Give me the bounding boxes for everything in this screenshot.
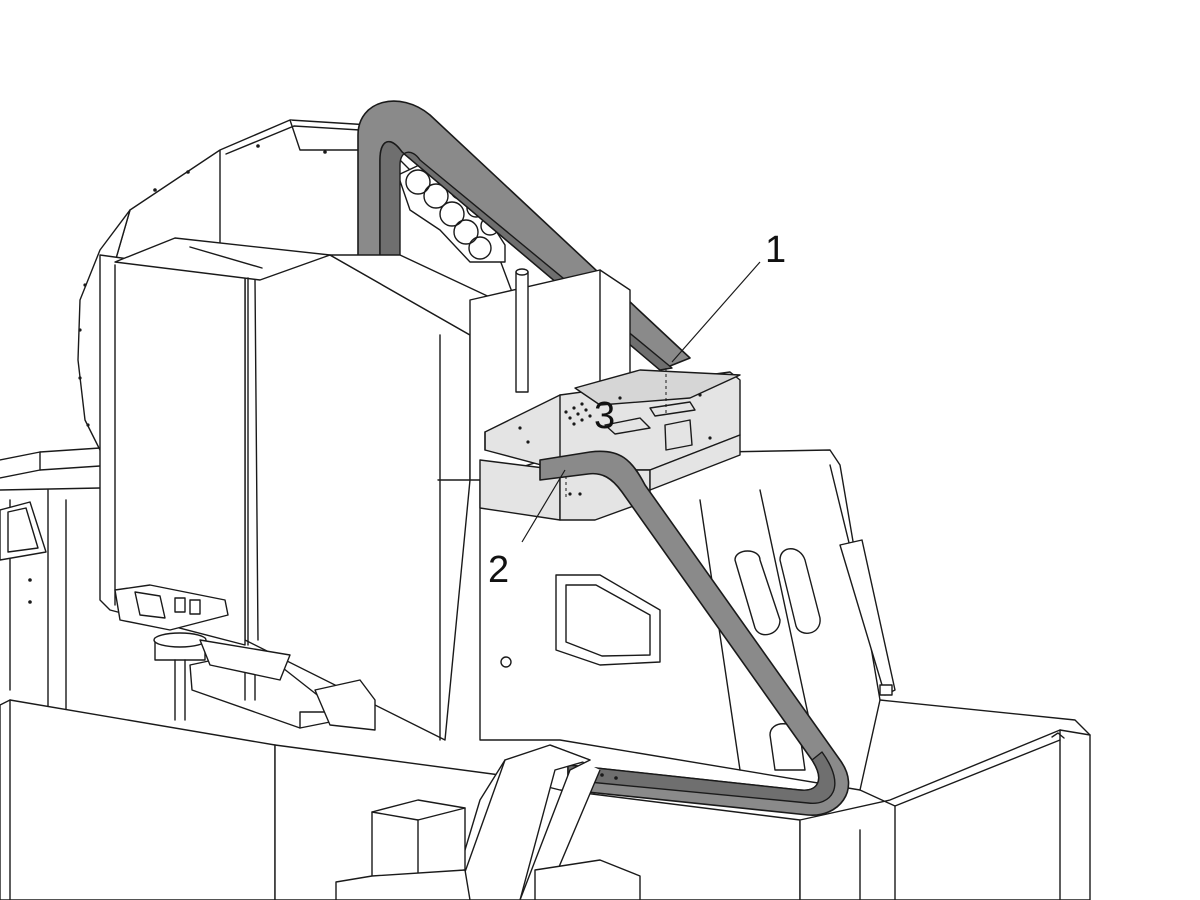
callout-3: 3 <box>594 395 615 437</box>
tool-arm-assembly <box>114 584 376 731</box>
callout-2: 2 <box>488 549 509 591</box>
enclosure-doors <box>99 237 331 646</box>
callout-leaders <box>521 261 761 543</box>
left-handle <box>0 501 47 604</box>
callout-1: 1 <box>765 229 786 271</box>
cable-bracket <box>479 368 741 521</box>
bracket-bolt-pattern <box>518 393 712 496</box>
control-box <box>335 799 641 900</box>
left-enclosure-frame <box>0 447 101 721</box>
